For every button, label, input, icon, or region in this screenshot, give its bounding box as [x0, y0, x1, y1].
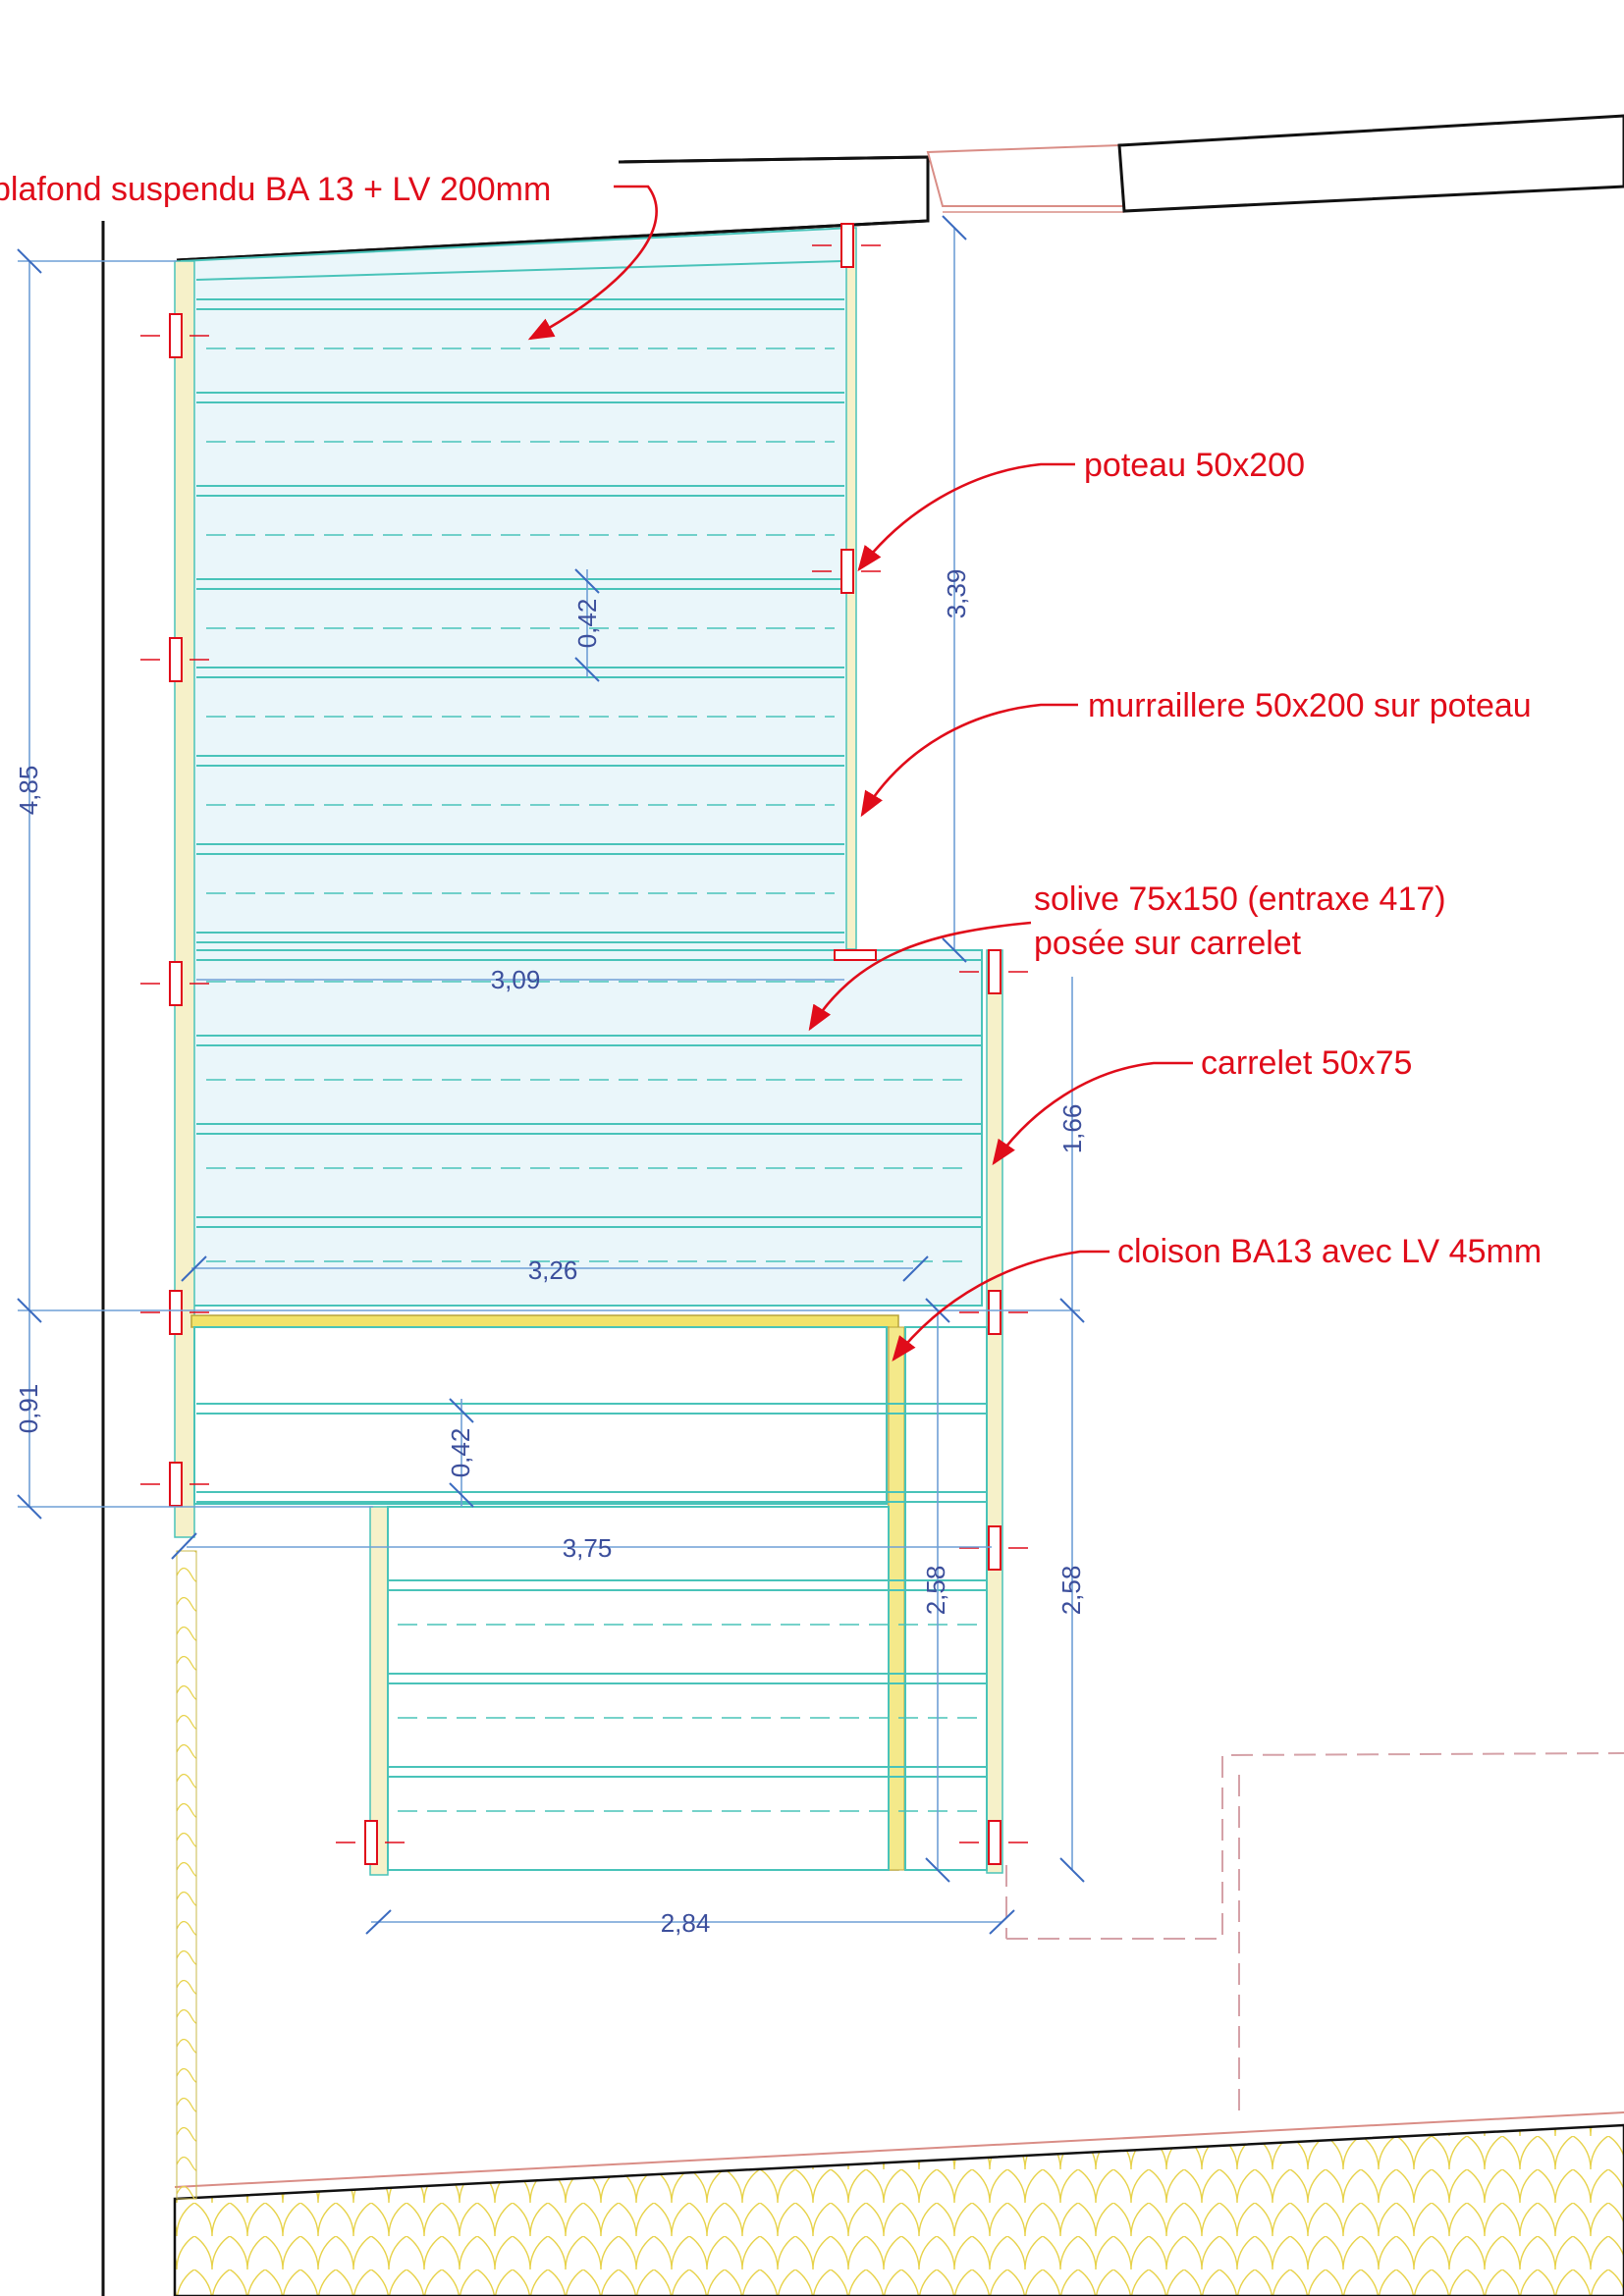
dim-2-58-left: 2,58	[921, 1566, 950, 1616]
batten-section-mark	[834, 949, 877, 961]
lower-joist-lines	[196, 1403, 987, 1812]
dim-3-75: 3,75	[563, 1533, 613, 1563]
dim-0-42-upper: 0,42	[572, 599, 602, 649]
dim-3-39: 3,39	[942, 569, 971, 619]
label-joist-line1: solive 75x150 (entraxe 417)	[1034, 881, 1446, 918]
dim-3-26: 3,26	[528, 1255, 578, 1285]
post-mark	[988, 1820, 1001, 1865]
dim-4-85: 4,85	[14, 766, 43, 816]
dimension-labels: 4,85 0,91 3,39 0,42 0,42 3,09 3,26 3,75 …	[14, 569, 1087, 1938]
post-mark	[169, 961, 183, 1006]
label-joist-line2: posée sur carrelet	[1034, 925, 1302, 962]
post-mark	[364, 1820, 378, 1865]
post-mark	[988, 1290, 1001, 1335]
dim-0-42-lower: 0,42	[446, 1428, 475, 1478]
post-mark	[988, 949, 1001, 994]
dim-3-09: 3,09	[491, 965, 541, 994]
dim-1-66: 1,66	[1057, 1104, 1087, 1154]
label-post: poteau 50x200	[1084, 447, 1305, 484]
dim-2-58-right: 2,58	[1056, 1566, 1086, 1616]
post-mark	[169, 1290, 183, 1335]
context-walls	[101, 114, 1624, 2296]
post-mark	[840, 549, 854, 594]
annotation-arrows	[527, 185, 1193, 1362]
dim-0-91: 0,91	[14, 1384, 43, 1434]
post-mark	[840, 223, 854, 268]
dim-2-84: 2,84	[661, 1908, 711, 1938]
posts	[140, 223, 1028, 1865]
dimension-lines	[17, 215, 1085, 1935]
lower-joist-area	[193, 1326, 988, 1871]
post-mark	[169, 637, 183, 682]
label-batten: carrelet 50x75	[1201, 1044, 1412, 1082]
post-mark	[169, 1462, 183, 1507]
label-ceiling: plafond suspendu BA 13 + LV 200mm	[0, 171, 551, 208]
label-partition: cloison BA13 avec LV 45mm	[1117, 1233, 1542, 1270]
annotation-labels: plafond suspendu BA 13 + LV 200mm poteau…	[0, 171, 1542, 1270]
label-ledger: murraillere 50x200 sur poteau	[1088, 687, 1532, 724]
post-mark	[988, 1525, 1001, 1571]
post-mark	[169, 313, 183, 358]
